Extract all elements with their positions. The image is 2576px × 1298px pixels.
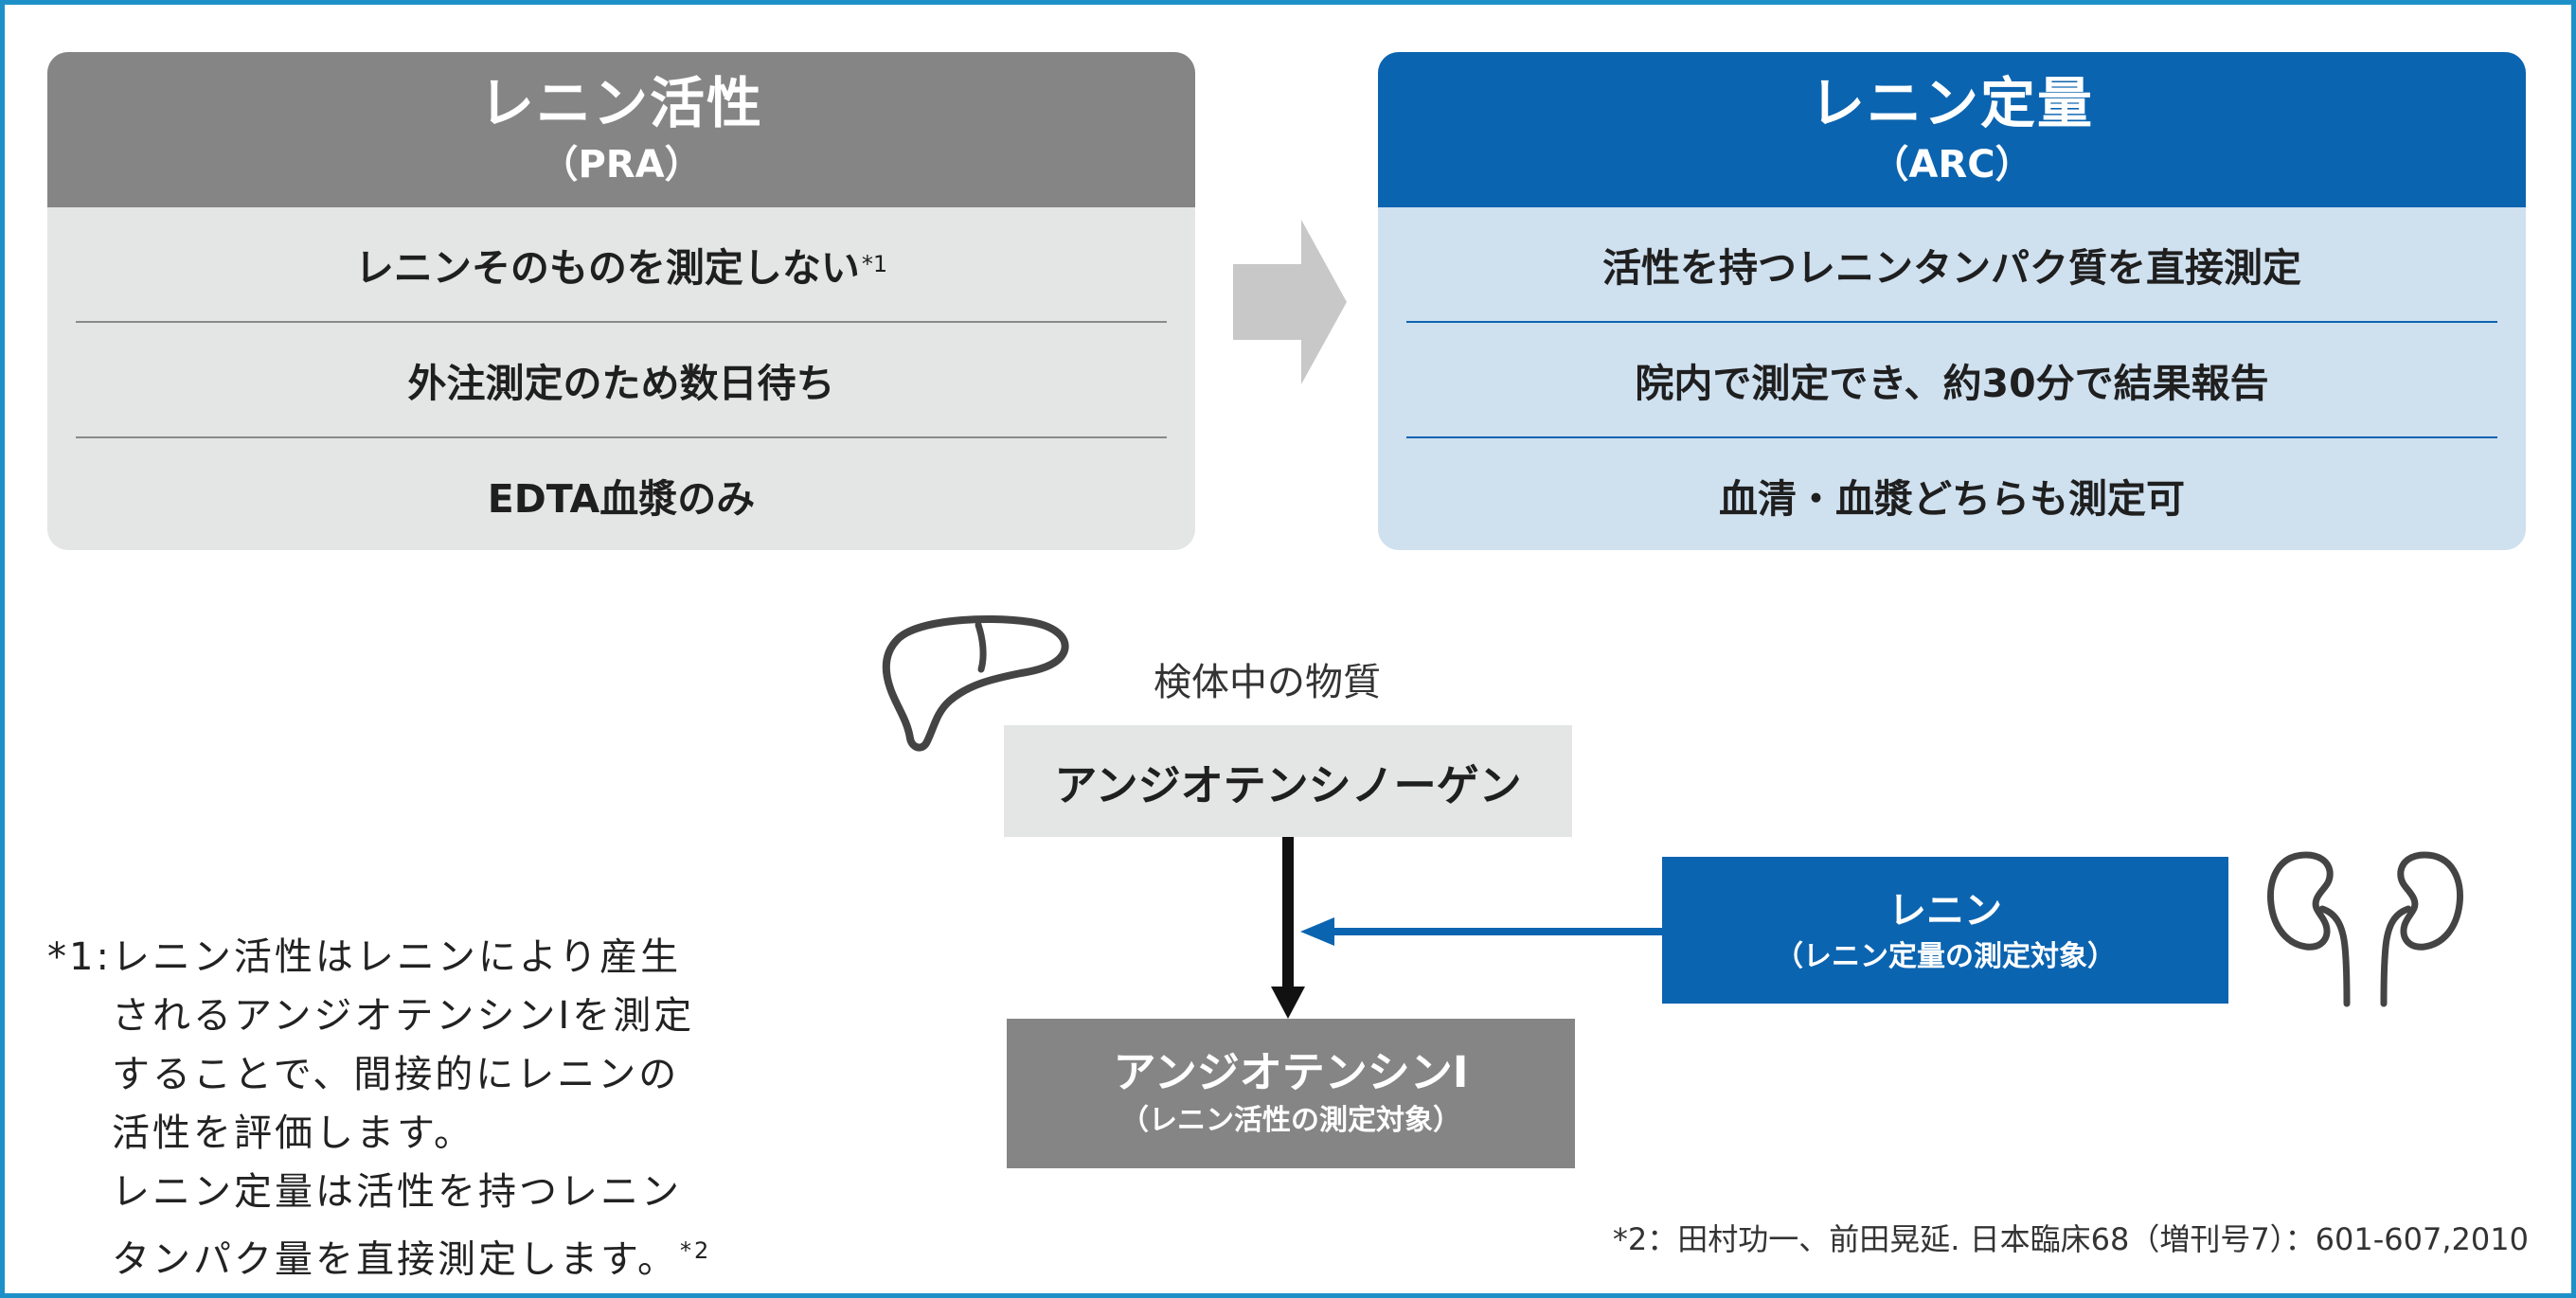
arc-divider xyxy=(1406,321,2497,323)
arc-row-1-text: 活性を持つレニンタンパク質を直接測定 xyxy=(1602,245,2301,291)
arc-card: レニン定量 （ARC） 活性を持つレニンタンパク質を直接測定 院内で測定でき、約… xyxy=(1378,52,2526,550)
renin-note: （レニン定量の測定対象） xyxy=(1775,939,2116,973)
pra-row-1: レニンそのものを測定しない*1 xyxy=(47,207,1195,321)
kidney-icon xyxy=(2267,851,2463,1007)
angiotensin1-box: アンジオテンシンⅠ （レニン活性の測定対象） xyxy=(1007,1019,1575,1168)
arc-row-2: 院内で測定でき、約30分で結果報告 xyxy=(1378,323,2526,436)
left-arrow-icon xyxy=(1300,917,1664,946)
footnote-1-line: することで、間接的にレニンの xyxy=(112,1053,680,1096)
footnote-1-text: レニン活性はレニンにより産生 xyxy=(111,935,682,979)
down-arrow-icon xyxy=(1271,837,1305,1019)
pra-card: レニン活性 （PRA） レニンそのものを測定しない*1 外注測定のため数日待ち … xyxy=(47,52,1195,550)
liver-icon xyxy=(882,615,1069,752)
renin-box: レニン （レニン定量の測定対象） xyxy=(1662,857,2228,1004)
arc-subtitle: （ARC） xyxy=(1870,143,2033,187)
footnote-1-line: レニン定量は活性を持つレニン xyxy=(112,1170,682,1214)
pra-row-3: EDTA血漿のみ xyxy=(47,438,1195,550)
arc-row-1: 活性を持つレニンタンパク質を直接測定 xyxy=(1378,207,2526,321)
footnote-2-mark: *2 xyxy=(680,1237,712,1264)
footnote-1-line: タンパク量を直接測定します。*2 xyxy=(47,1221,711,1289)
arc-row-3: 血清・血漿どちらも測定可 xyxy=(1378,438,2526,550)
angiotensin1-label: アンジオテンシンⅠ xyxy=(1113,1047,1469,1097)
angiotensin1-note: （レニン活性の測定対象） xyxy=(1120,1104,1461,1137)
footnote-1-line: されるアンジオテンシンⅠを測定 xyxy=(112,994,695,1038)
pra-subtitle: （PRA） xyxy=(540,143,703,187)
pra-title: レニン活性 xyxy=(478,71,763,135)
sample-label: 検体中の物質 xyxy=(1154,661,1381,704)
angiotensinogen-box: アンジオテンシノーゲン xyxy=(1004,725,1572,837)
pra-header: レニン活性 （PRA） xyxy=(47,52,1195,207)
pra-row-2: 外注測定のため数日待ち xyxy=(47,323,1195,436)
arc-divider xyxy=(1406,436,2497,438)
arc-row-3-text: 血清・血漿どちらも測定可 xyxy=(1719,476,2185,522)
pra-row-2-text: 外注測定のため数日待ち xyxy=(407,361,835,406)
footnote-1: *1:レニン活性はレニンにより産生 されるアンジオテンシンⅠを測定 することで、… xyxy=(47,928,711,1289)
renin-label: レニン xyxy=(1888,888,2002,933)
footnote-1-line: 活性を評価します。 xyxy=(112,1111,474,1155)
pra-row-1-footnote-mark: *1 xyxy=(861,251,888,277)
arc-row-2-text: 院内で測定でき、約30分で結果報告 xyxy=(1635,361,2269,406)
arc-header: レニン定量 （ARC） xyxy=(1378,52,2526,207)
arc-title: レニン定量 xyxy=(1809,71,2094,135)
pra-row-1-text: レニンそのものを測定しない xyxy=(354,245,860,291)
reference-footnote: *2：田村功一、前田晃延. 日本臨床68（増刊号7）：601-607,2010 xyxy=(1612,1221,2529,1257)
pra-row-3-text: EDTA血漿のみ xyxy=(487,476,756,522)
pra-divider xyxy=(76,321,1167,323)
footnote-1-label: *1: xyxy=(47,935,112,979)
angiotensinogen-label: アンジオテンシノーゲン xyxy=(1054,759,1522,810)
right-arrow-icon xyxy=(1233,220,1347,384)
pra-divider xyxy=(76,436,1167,438)
footnote-1-line: *1:レニン活性はレニンにより産生 xyxy=(47,928,711,987)
footnote-1-text: タンパク量を直接測定します。 xyxy=(112,1237,678,1282)
